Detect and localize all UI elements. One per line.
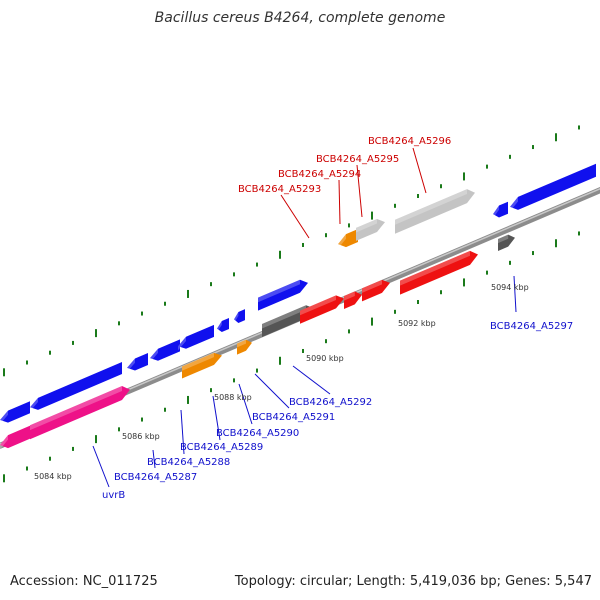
gene-arrow (127, 352, 148, 373)
gene-label: BCB4264_A5292 (289, 397, 372, 408)
scale-labels: 5084 kbp 5086 kbp 5088 kbp 5090 kbp 5092… (34, 283, 529, 481)
gene-arrow (338, 229, 358, 249)
gene-label: BCB4264_A5296 (368, 136, 451, 147)
gene-labels-bottom: uvrB BCB4264_A5287 BCB4264_A5288 BCB4264… (102, 321, 573, 501)
label-leader-line (292, 365, 331, 395)
tick-tracks (3, 125, 580, 483)
gene-arrow (237, 339, 252, 355)
scale-label: 5084 kbp (34, 472, 72, 481)
label-leader-line (513, 275, 517, 313)
gene-arrow (30, 362, 122, 412)
gene-label: BCB4264_A5295 (316, 154, 399, 165)
gene-arrow (498, 234, 515, 251)
gene-label: BCB4264_A5297 (490, 321, 573, 332)
gene-arrow (258, 279, 308, 311)
gene-arrow (0, 423, 36, 450)
label-leader-line (338, 179, 341, 225)
scale-label: 5090 kbp (306, 354, 344, 363)
label-leader-line (92, 445, 110, 488)
gene-arrow (493, 201, 508, 219)
gene-arrow (234, 309, 245, 324)
gene-arrow (400, 250, 478, 295)
gene-label: BCB4264_A5291 (252, 412, 335, 423)
label-leader-lines (92, 147, 517, 488)
gene-label: BCB4264_A5290 (216, 428, 299, 439)
gene-arrow (300, 295, 344, 324)
gene-arrow (30, 386, 130, 440)
label-leader-line (212, 395, 221, 441)
gene-arrow (182, 352, 222, 379)
gene-arrow (356, 218, 385, 241)
gene-label: BCB4264_A5287 (114, 472, 197, 483)
gene-arrow (362, 279, 390, 302)
scale-label: 5092 kbp (398, 319, 436, 328)
gene-arrow (395, 189, 475, 234)
gene-label: BCB4264_A5293 (238, 184, 321, 195)
label-leader-line (238, 383, 253, 425)
label-leader-line (356, 164, 363, 218)
label-leader-line (180, 409, 185, 455)
genome-stats-text: Topology: circular; Length: 5,419,036 bp… (234, 574, 592, 589)
scale-label: 5094 kbp (491, 283, 529, 292)
gene-arrow (510, 163, 596, 212)
gene-labels-top: BCB4264_A5293 BCB4264_A5294 BCB4264_A529… (238, 136, 451, 195)
gene-label: BCB4264_A5288 (147, 457, 230, 468)
gene-label: BCB4264_A5294 (278, 169, 361, 180)
gene-label: uvrB (102, 490, 125, 501)
map-title: Bacillus cereus B4264, complete genome (154, 10, 446, 26)
gene-arrow (150, 339, 180, 363)
label-leader-line (280, 194, 310, 239)
gene-arrow (344, 291, 362, 310)
gene-label: BCB4264_A5289 (180, 442, 263, 453)
gene-arrow (0, 401, 30, 425)
scale-label: 5086 kbp (122, 432, 160, 441)
label-leader-line (152, 449, 156, 469)
label-leader-line (254, 373, 290, 409)
scale-label: 5088 kbp (214, 393, 252, 402)
gene-features (0, 163, 596, 450)
label-leader-line (412, 147, 427, 194)
accession-text: Accession: NC_011725 (10, 574, 158, 589)
gene-arrow (178, 324, 214, 351)
gene-arrow (217, 317, 229, 333)
